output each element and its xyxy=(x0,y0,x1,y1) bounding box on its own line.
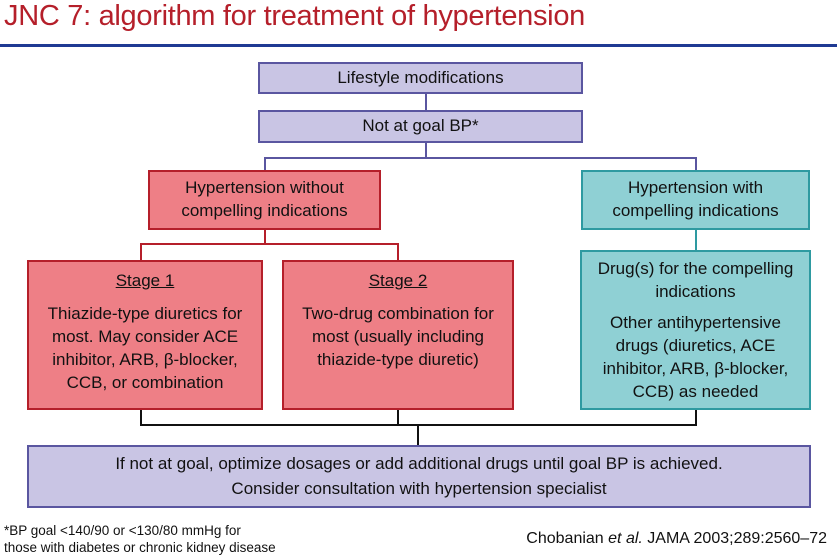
citation-ref: JAMA 2003;289:2560–72 xyxy=(647,530,827,547)
not-at-goal-box: Not at goal BP* xyxy=(258,110,583,143)
with-compelling-line-2: compelling indications xyxy=(612,201,779,220)
not-at-goal-label: Not at goal BP* xyxy=(362,116,479,136)
bottom-line-1: If not at goal, optimize dosages or add … xyxy=(115,453,723,473)
stage1-line-1: Thiazide-type diuretics for xyxy=(47,303,243,323)
other-drugs-line-1: Other antihypertensive xyxy=(609,312,782,332)
citation: Chobanian et al. JAMA 2003;289:2560–72 xyxy=(526,530,827,548)
compelling-drugs-box: Drug(s) for the compelling indications O… xyxy=(580,250,811,410)
with-compelling-box: Hypertension with compelling indications xyxy=(581,170,810,230)
other-drugs-line-4: CCB) as needed xyxy=(632,381,759,401)
without-compelling-box: Hypertension without compelling indicati… xyxy=(148,170,381,230)
connector-without-stage2 xyxy=(265,243,399,260)
stage1-line-4: CCB, or combination xyxy=(66,372,224,392)
without-compelling-line-2: compelling indications xyxy=(181,201,348,220)
title-rule xyxy=(0,44,837,47)
stage2-box: Stage 2 Two-drug combination for most (u… xyxy=(282,260,514,410)
stage2-line-3: thiazide-type diuretic) xyxy=(317,349,479,369)
connector-merge xyxy=(140,410,697,426)
with-compelling-line-1: Hypertension with xyxy=(627,178,764,198)
lifestyle-box: Lifestyle modifications xyxy=(258,62,583,94)
other-drugs-line-2: drugs (diuretics, ACE xyxy=(615,335,776,355)
compelling-drugs-line-2: indications xyxy=(655,281,736,301)
stage2-line-1: Two-drug combination for xyxy=(302,303,494,323)
stage1-line-3: inhibitor, ARB, β-blocker, xyxy=(52,349,238,369)
stage1-box: Stage 1 Thiazide-type diuretics for most… xyxy=(27,260,263,410)
citation-etal: et al. xyxy=(608,530,643,547)
connector-goal-split-right xyxy=(426,157,697,170)
stage1-heading: Stage 1 xyxy=(115,271,175,290)
compelling-drugs-line-1: Drug(s) for the compelling xyxy=(597,259,794,278)
stage1-line-2: most. May consider ACE xyxy=(51,326,239,346)
citation-author: Chobanian xyxy=(526,530,604,547)
connector-without-stages xyxy=(140,230,266,260)
page-title: JNC 7: algorithm for treatment of hypert… xyxy=(4,0,585,32)
footnote-line-2: those with diabetes or chronic kidney di… xyxy=(4,540,276,556)
footnote-line-1: *BP goal <140/90 or <130/80 mmHg for xyxy=(4,523,241,538)
bottom-line-2: Consider consultation with hypertension … xyxy=(231,478,607,498)
stage2-heading: Stage 2 xyxy=(368,271,428,290)
stage2-line-2: most (usually including xyxy=(312,326,484,346)
connector-goal-split xyxy=(264,143,427,170)
bottom-box: If not at goal, optimize dosages or add … xyxy=(27,445,811,508)
other-drugs-line-3: inhibitor, ARB, β-blocker, xyxy=(602,358,789,378)
lifestyle-label: Lifestyle modifications xyxy=(337,67,504,87)
without-compelling-line-1: Hypertension without xyxy=(185,178,344,198)
footnote: *BP goal <140/90 or <130/80 mmHg for tho… xyxy=(4,522,276,557)
